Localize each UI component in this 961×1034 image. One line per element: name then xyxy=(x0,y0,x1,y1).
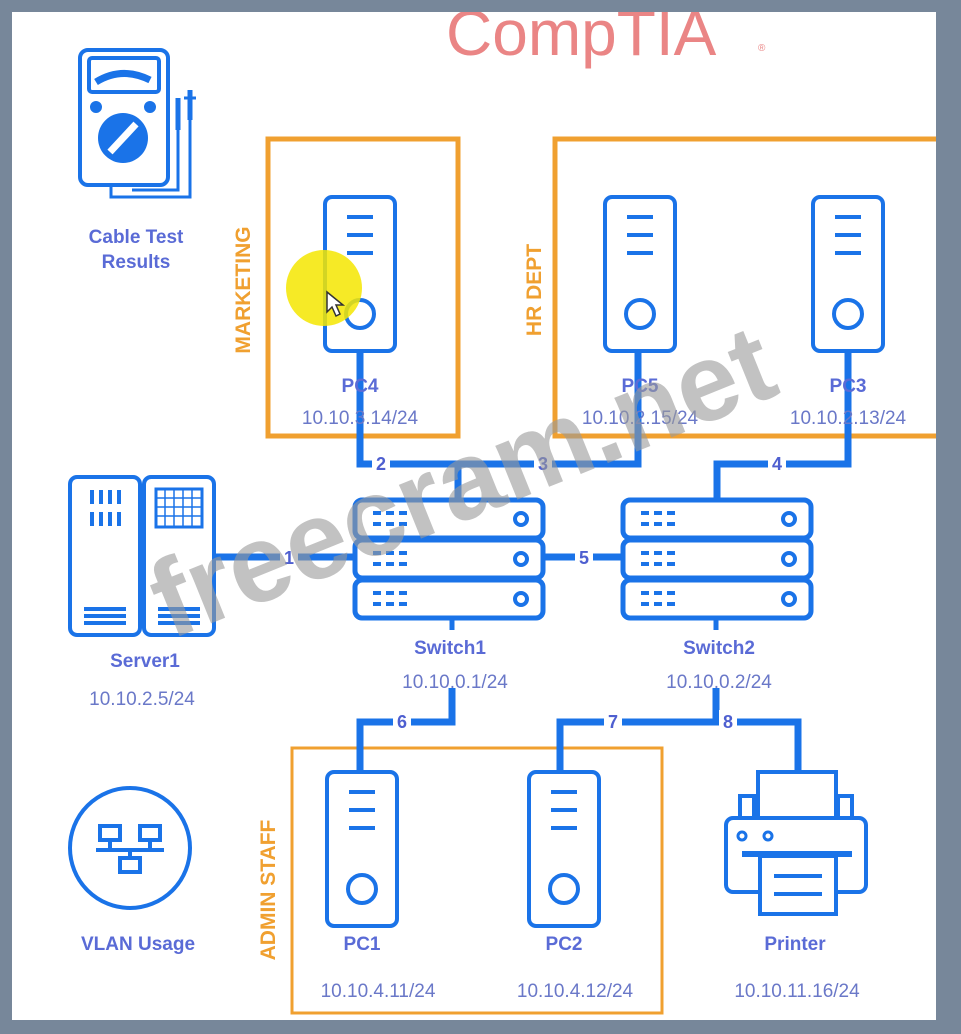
pc5-ip: 10.10.2.15/24 xyxy=(582,408,699,429)
pc4[interactable]: PC4 10.10.3.14/24 xyxy=(302,195,419,429)
pc2-ip: 10.10.4.12/24 xyxy=(517,981,634,1002)
pc3-name: PC3 xyxy=(830,376,867,397)
network-topology-icon xyxy=(68,786,192,910)
switch1[interactable]: Switch1 10.10.0.1/24 xyxy=(355,500,543,693)
cable-8[interactable] xyxy=(716,718,802,772)
switch2[interactable]: Switch2 10.10.0.2/24 xyxy=(623,500,811,693)
admin-staff-box xyxy=(290,746,664,1015)
printer-ip: 10.10.11.16/24 xyxy=(734,981,860,1002)
hr-dept-box xyxy=(552,136,936,439)
pc5[interactable]: PC5 10.10.2.15/24 xyxy=(582,195,699,429)
vlan-usage-label: VLAN Usage xyxy=(81,934,195,955)
multimeter-icon xyxy=(78,48,196,199)
hr-dept-label: HR DEPT xyxy=(523,244,546,336)
pc-tower-icon xyxy=(325,770,399,928)
switch1-name: Switch1 xyxy=(414,638,486,659)
cable-7[interactable] xyxy=(556,688,720,772)
pc-tower-icon xyxy=(811,195,885,353)
printer-icon xyxy=(724,770,868,916)
logo-registered: ® xyxy=(758,43,766,54)
cursor-highlight xyxy=(286,250,362,326)
cable-test-label-line1: Cable Test xyxy=(89,227,184,248)
port-label-3: 3 xyxy=(538,454,548,474)
server1-name: Server1 xyxy=(110,651,180,672)
port-label-5: 5 xyxy=(579,548,589,568)
switch2-ip: 10.10.0.2/24 xyxy=(666,672,772,693)
cable-test-label-line2: Results xyxy=(102,252,171,273)
logo-text: CompTIA xyxy=(446,12,717,69)
pc1-ip: 10.10.4.11/24 xyxy=(321,981,436,1002)
pc1-name: PC1 xyxy=(344,934,381,955)
port-label-4: 4 xyxy=(772,454,782,474)
mouse-cursor-icon xyxy=(326,290,346,318)
diagram-canvas: CompTIA ® MARKETING HR DEPT ADMIN STAFF … xyxy=(12,12,936,1020)
switch2-name: Switch2 xyxy=(683,638,755,659)
printer-name: Printer xyxy=(764,934,826,955)
switch-stack-icon xyxy=(623,500,811,618)
pc4-name: PC4 xyxy=(342,376,379,397)
pc5-name: PC5 xyxy=(622,376,659,397)
pc-tower-icon xyxy=(527,770,601,928)
comptia-logo: CompTIA ® xyxy=(446,12,766,69)
cable-2-3[interactable] xyxy=(356,352,642,468)
network-diagram: CompTIA ® MARKETING HR DEPT ADMIN STAFF … xyxy=(68,12,936,1015)
port-label-6: 6 xyxy=(397,712,407,732)
port-label-8: 8 xyxy=(723,712,733,732)
server1[interactable]: Server1 10.10.2.5/24 xyxy=(68,475,216,710)
pc3-ip: 10.10.2.13/24 xyxy=(790,408,907,429)
marketing-label: MARKETING xyxy=(232,226,255,353)
pc2-name: PC2 xyxy=(546,934,583,955)
pc-tower-icon xyxy=(603,195,677,353)
port-label-2: 2 xyxy=(376,454,386,474)
cable-test-results[interactable]: Cable Test Results xyxy=(78,48,196,273)
printer[interactable]: Printer 10.10.11.16/24 xyxy=(724,770,868,1002)
admin-staff-label: ADMIN STAFF xyxy=(257,819,280,960)
pc3[interactable]: PC3 10.10.2.13/24 xyxy=(790,195,907,429)
pc4-ip: 10.10.3.14/24 xyxy=(302,408,419,429)
server1-ip: 10.10.2.5/24 xyxy=(89,689,195,710)
port-labels: 2 3 4 1 5 6 7 8 xyxy=(280,452,786,732)
port-label-7: 7 xyxy=(608,712,618,732)
pc2[interactable]: PC2 10.10.4.12/24 xyxy=(517,770,634,1002)
port-label-1: 1 xyxy=(284,548,294,568)
server-rack-icon xyxy=(68,475,216,637)
vlan-usage[interactable]: VLAN Usage xyxy=(68,786,195,955)
switch1-ip: 10.10.0.1/24 xyxy=(402,672,508,693)
pc1[interactable]: PC1 10.10.4.11/24 xyxy=(321,770,436,1002)
